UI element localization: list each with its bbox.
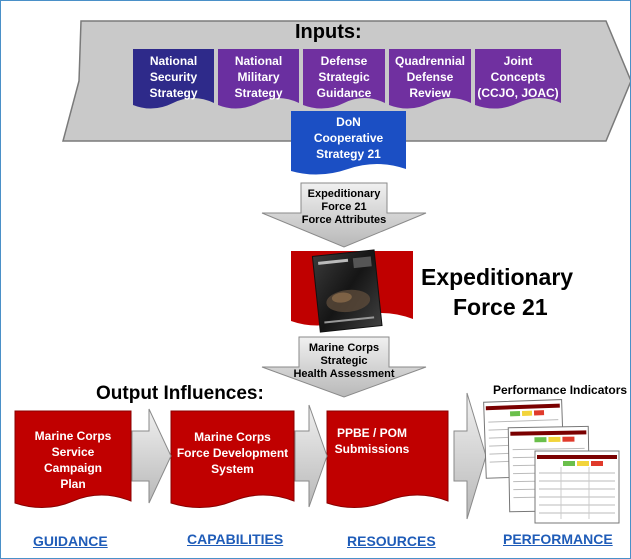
right-arrow-2: [294, 404, 328, 508]
inputs-title: Inputs:: [295, 21, 362, 43]
output-influences-title: Output Influences:: [96, 383, 264, 404]
doc-label-national-military-strategy: National Military Strategy: [234, 54, 283, 100]
doc-label-national-security-strategy: National Security Strategy: [149, 54, 198, 100]
down-arrow-force-attributes: [261, 182, 427, 248]
performance-link[interactable]: PERFORMANCE: [503, 531, 613, 547]
output-doc-guidance: [14, 410, 132, 508]
down-arrow-health-assessment: [261, 336, 427, 398]
doc-quadrennial-defense-review: [389, 49, 471, 109]
ef21-title-line2: Force 21: [453, 294, 548, 320]
output-label-campaign-plan: Marine Corps Service Campaign Plan: [34, 429, 112, 491]
doc-defense-strategic-guidance: [303, 49, 385, 109]
doc-don-cooperative-strategy: [291, 111, 406, 175]
doc-national-military-strategy: [218, 49, 299, 109]
health-assessment-label: Marine Corps Strategic Health Assessment: [293, 341, 395, 380]
performance-indicator-sheets: [483, 399, 620, 524]
ef21-book-cover: [311, 249, 383, 333]
force-attributes-label: Expeditionary Force 21 Force Attributes: [301, 187, 387, 226]
right-arrow-3: [453, 392, 487, 520]
doc-label-don-cooperative-strategy: DoN Cooperative Strategy 21: [313, 115, 384, 161]
resources-link[interactable]: RESOURCES: [347, 533, 436, 549]
output-label-force-development: Marine Corps Force Development System: [176, 430, 289, 476]
doc-label-quadrennial-defense-review: Quadrennial Defense Review: [394, 54, 465, 100]
capabilities-link[interactable]: CAPABILITIES: [187, 531, 284, 547]
ef21-title-line1: Expeditionary: [421, 264, 574, 290]
output-doc-resources: [326, 410, 449, 508]
output-doc-capabilities: [170, 410, 295, 509]
output-label-ppbe-pom: PPBE / POM Submissions: [334, 426, 410, 456]
doc-label-joint-concepts: Joint Concepts (CCJO, JOAC): [477, 54, 559, 100]
doc-joint-concepts: [475, 49, 561, 109]
doc-label-defense-strategic-guidance: Defense Strategic Guidance: [316, 54, 372, 100]
performance-indicators-header: Performance Indicators: [493, 383, 628, 397]
right-arrow-1: [131, 408, 172, 504]
guidance-link[interactable]: GUIDANCE: [33, 533, 108, 549]
doc-national-security-strategy: [133, 49, 214, 109]
